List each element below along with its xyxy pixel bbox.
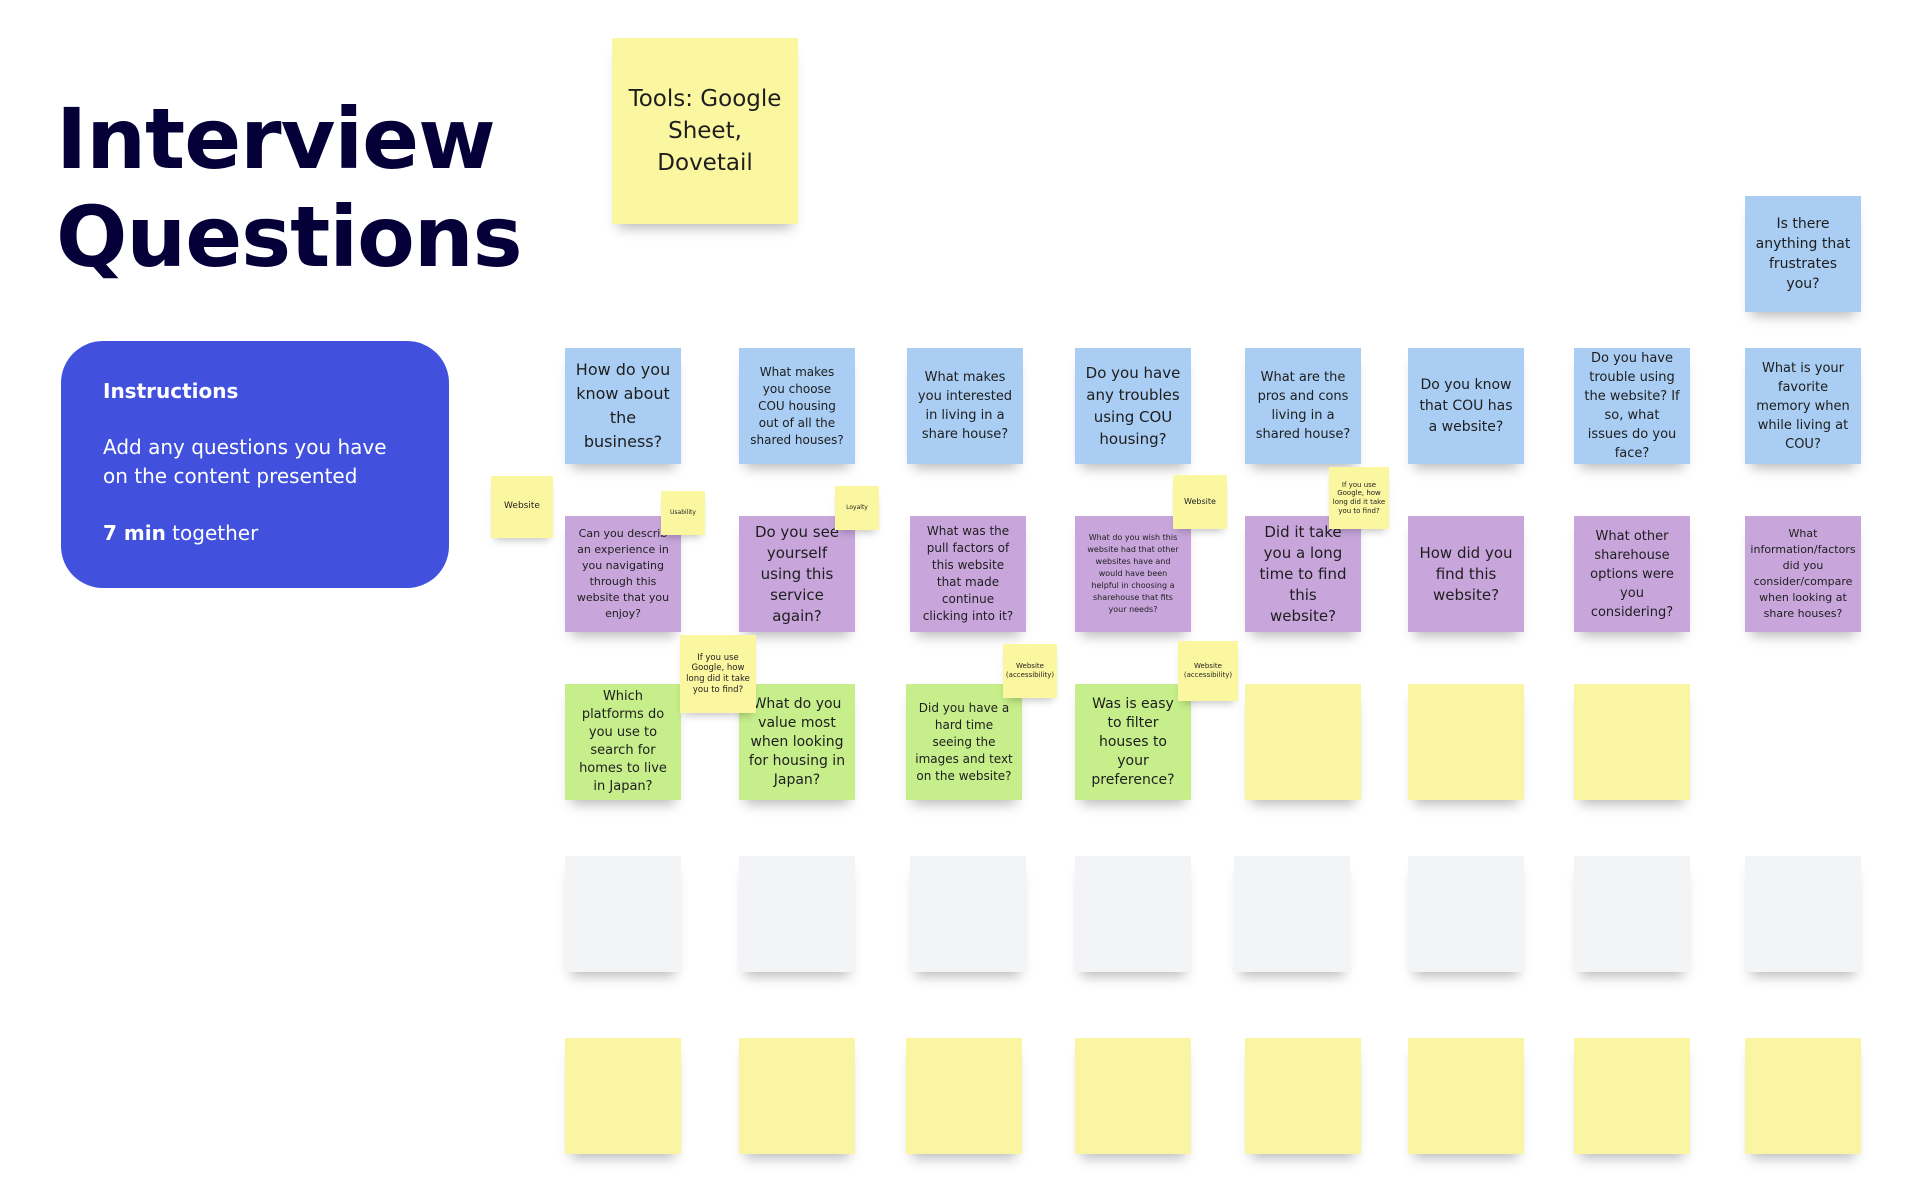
sticky-note-q3-4[interactable]: Was is easy to filter houses to your pre… xyxy=(1075,684,1191,800)
sticky-note-empty[interactable] xyxy=(1234,856,1350,972)
sticky-note-q1-2[interactable]: What makes you choose COU housing out of… xyxy=(739,348,855,464)
sticky-note-q2-1[interactable]: Can you describ an experience in you nav… xyxy=(565,516,681,632)
note-text: Do you know that COU has a website? xyxy=(1419,376,1513,435)
note-text: What makes you interested in living in a… xyxy=(917,370,1013,442)
note-text: Do you have any troubles using COU housi… xyxy=(1085,364,1181,448)
sticky-note-empty[interactable] xyxy=(1408,684,1524,800)
tools-note-text: Tools: Google Sheet, Dovetail xyxy=(628,86,782,176)
instructions-body: Add any questions you have on the conten… xyxy=(103,435,387,488)
note-text: Is there anything that frustrates you? xyxy=(1755,216,1851,292)
tag-loyalty[interactable]: Loyalty xyxy=(835,486,879,530)
sticky-note-q1-4[interactable]: Do you have any troubles using COU housi… xyxy=(1075,348,1191,464)
sticky-note-q3-2[interactable]: What do you value most when looking for … xyxy=(739,684,855,800)
sticky-note-empty[interactable] xyxy=(1075,1038,1191,1154)
sticky-note-q1-7[interactable]: Do you have trouble using the website? I… xyxy=(1574,348,1690,464)
note-text: Can you describ an experience in you nav… xyxy=(576,527,670,620)
sticky-note-empty[interactable] xyxy=(739,856,855,972)
sticky-note-empty[interactable] xyxy=(1574,856,1690,972)
duration-value: 7 min xyxy=(103,521,166,545)
title-line-1: Interview xyxy=(56,90,496,188)
sticky-note-empty[interactable] xyxy=(1745,1038,1861,1154)
sticky-note-q2-3[interactable]: What was the pull factors of this websit… xyxy=(910,516,1026,632)
tag-website[interactable]: Website xyxy=(1173,475,1227,529)
tag-google-search[interactable]: If you use Google, how long did it take … xyxy=(680,635,756,713)
note-text: How did you find this website? xyxy=(1419,543,1513,604)
note-text: What information/factors did you conside… xyxy=(1750,527,1856,620)
sticky-note-frustrates[interactable]: Is there anything that frustrates you? xyxy=(1745,196,1861,312)
sticky-note-empty[interactable] xyxy=(910,856,1026,972)
instructions-card[interactable]: Instructions Add any questions you have … xyxy=(61,341,449,588)
page-title: Interview Questions xyxy=(56,90,523,286)
sticky-note-q2-4[interactable]: What do you wish this website had that o… xyxy=(1075,516,1191,632)
tag-usability[interactable]: Usability xyxy=(661,491,705,535)
sticky-note-q2-6[interactable]: How did you find this website? xyxy=(1408,516,1524,632)
sticky-note-empty[interactable] xyxy=(1574,684,1690,800)
note-text: How do you know about the business? xyxy=(575,360,671,451)
tag-website-accessibility[interactable]: Website (accessibility) xyxy=(1003,644,1057,698)
note-text: Did you have a hard time seeing the imag… xyxy=(915,700,1013,783)
note-text: Which platforms do you use to search for… xyxy=(579,689,667,794)
note-text: Was is easy to filter houses to your pre… xyxy=(1091,695,1175,788)
note-text: Do you see yourself using this service a… xyxy=(754,522,840,625)
note-text: What other sharehouse options were you c… xyxy=(1590,528,1674,620)
sticky-note-q1-5[interactable]: What are the pros and cons living in a s… xyxy=(1245,348,1361,464)
sticky-note-empty[interactable] xyxy=(1408,1038,1524,1154)
sticky-note-empty[interactable] xyxy=(1245,684,1361,800)
title-line-2: Questions xyxy=(56,188,523,286)
sticky-note-q3-3[interactable]: Did you have a hard time seeing the imag… xyxy=(906,684,1022,800)
sticky-note-empty[interactable] xyxy=(906,1038,1022,1154)
note-text: What are the pros and cons living in a s… xyxy=(1255,370,1351,442)
sticky-note-q2-5[interactable]: Did it take you a long time to find this… xyxy=(1245,516,1361,632)
sticky-note-q1-3[interactable]: What makes you interested in living in a… xyxy=(907,348,1023,464)
sticky-note-empty[interactable] xyxy=(1245,1038,1361,1154)
sticky-note-empty[interactable] xyxy=(565,1038,681,1154)
sticky-note-empty[interactable] xyxy=(1745,856,1861,972)
tag-text: Website (accessibility) xyxy=(1005,662,1055,679)
instructions-heading: Instructions xyxy=(103,379,239,403)
sticky-note-q1-1[interactable]: How do you know about the business? xyxy=(565,348,681,464)
tools-sticky-note[interactable]: Tools: Google Sheet, Dovetail xyxy=(612,38,798,224)
note-text: What do you value most when looking for … xyxy=(748,695,846,788)
note-text: What makes you choose COU housing out of… xyxy=(750,364,844,447)
sticky-note-empty[interactable] xyxy=(565,856,681,972)
tag-text: Website xyxy=(1184,497,1216,506)
sticky-note-q2-7[interactable]: What other sharehouse options were you c… xyxy=(1574,516,1690,632)
duration-suffix: together xyxy=(165,521,259,545)
sticky-note-q3-1[interactable]: Which platforms do you use to search for… xyxy=(565,684,681,800)
sticky-note-empty[interactable] xyxy=(739,1038,855,1154)
note-text: What is your favorite memory when while … xyxy=(1756,360,1850,452)
note-text: Did it take you a long time to find this… xyxy=(1259,522,1347,625)
tag-text: If you use Google, how long did it take … xyxy=(1332,480,1386,515)
sticky-note-q1-6[interactable]: Do you know that COU has a website? xyxy=(1408,348,1524,464)
sticky-note-q2-8[interactable]: What information/factors did you conside… xyxy=(1745,516,1861,632)
sticky-note-empty[interactable] xyxy=(1574,1038,1690,1154)
tag-text: Website xyxy=(504,501,540,512)
instructions-duration: 7 min together xyxy=(103,521,409,545)
tag-website-accessibility[interactable]: Website (accessibility) xyxy=(1178,641,1238,701)
sticky-note-q2-2[interactable]: Do you see yourself using this service a… xyxy=(739,516,855,632)
sticky-note-empty[interactable] xyxy=(1075,856,1191,972)
note-text: What do you wish this website had that o… xyxy=(1087,533,1179,614)
tag-google-search[interactable]: If you use Google, how long did it take … xyxy=(1329,467,1389,529)
tag-text: Website (accessibility) xyxy=(1183,662,1233,679)
tag-website[interactable]: Website xyxy=(491,476,553,538)
tag-text: Usability xyxy=(670,509,696,517)
note-text: What was the pull factors of this websit… xyxy=(922,524,1014,623)
tag-text: If you use Google, how long did it take … xyxy=(686,652,750,695)
note-text: Do you have trouble using the website? I… xyxy=(1584,351,1680,461)
tag-text: Loyalty xyxy=(846,504,868,512)
sticky-note-q1-8[interactable]: What is your favorite memory when while … xyxy=(1745,348,1861,464)
sticky-note-empty[interactable] xyxy=(1408,856,1524,972)
